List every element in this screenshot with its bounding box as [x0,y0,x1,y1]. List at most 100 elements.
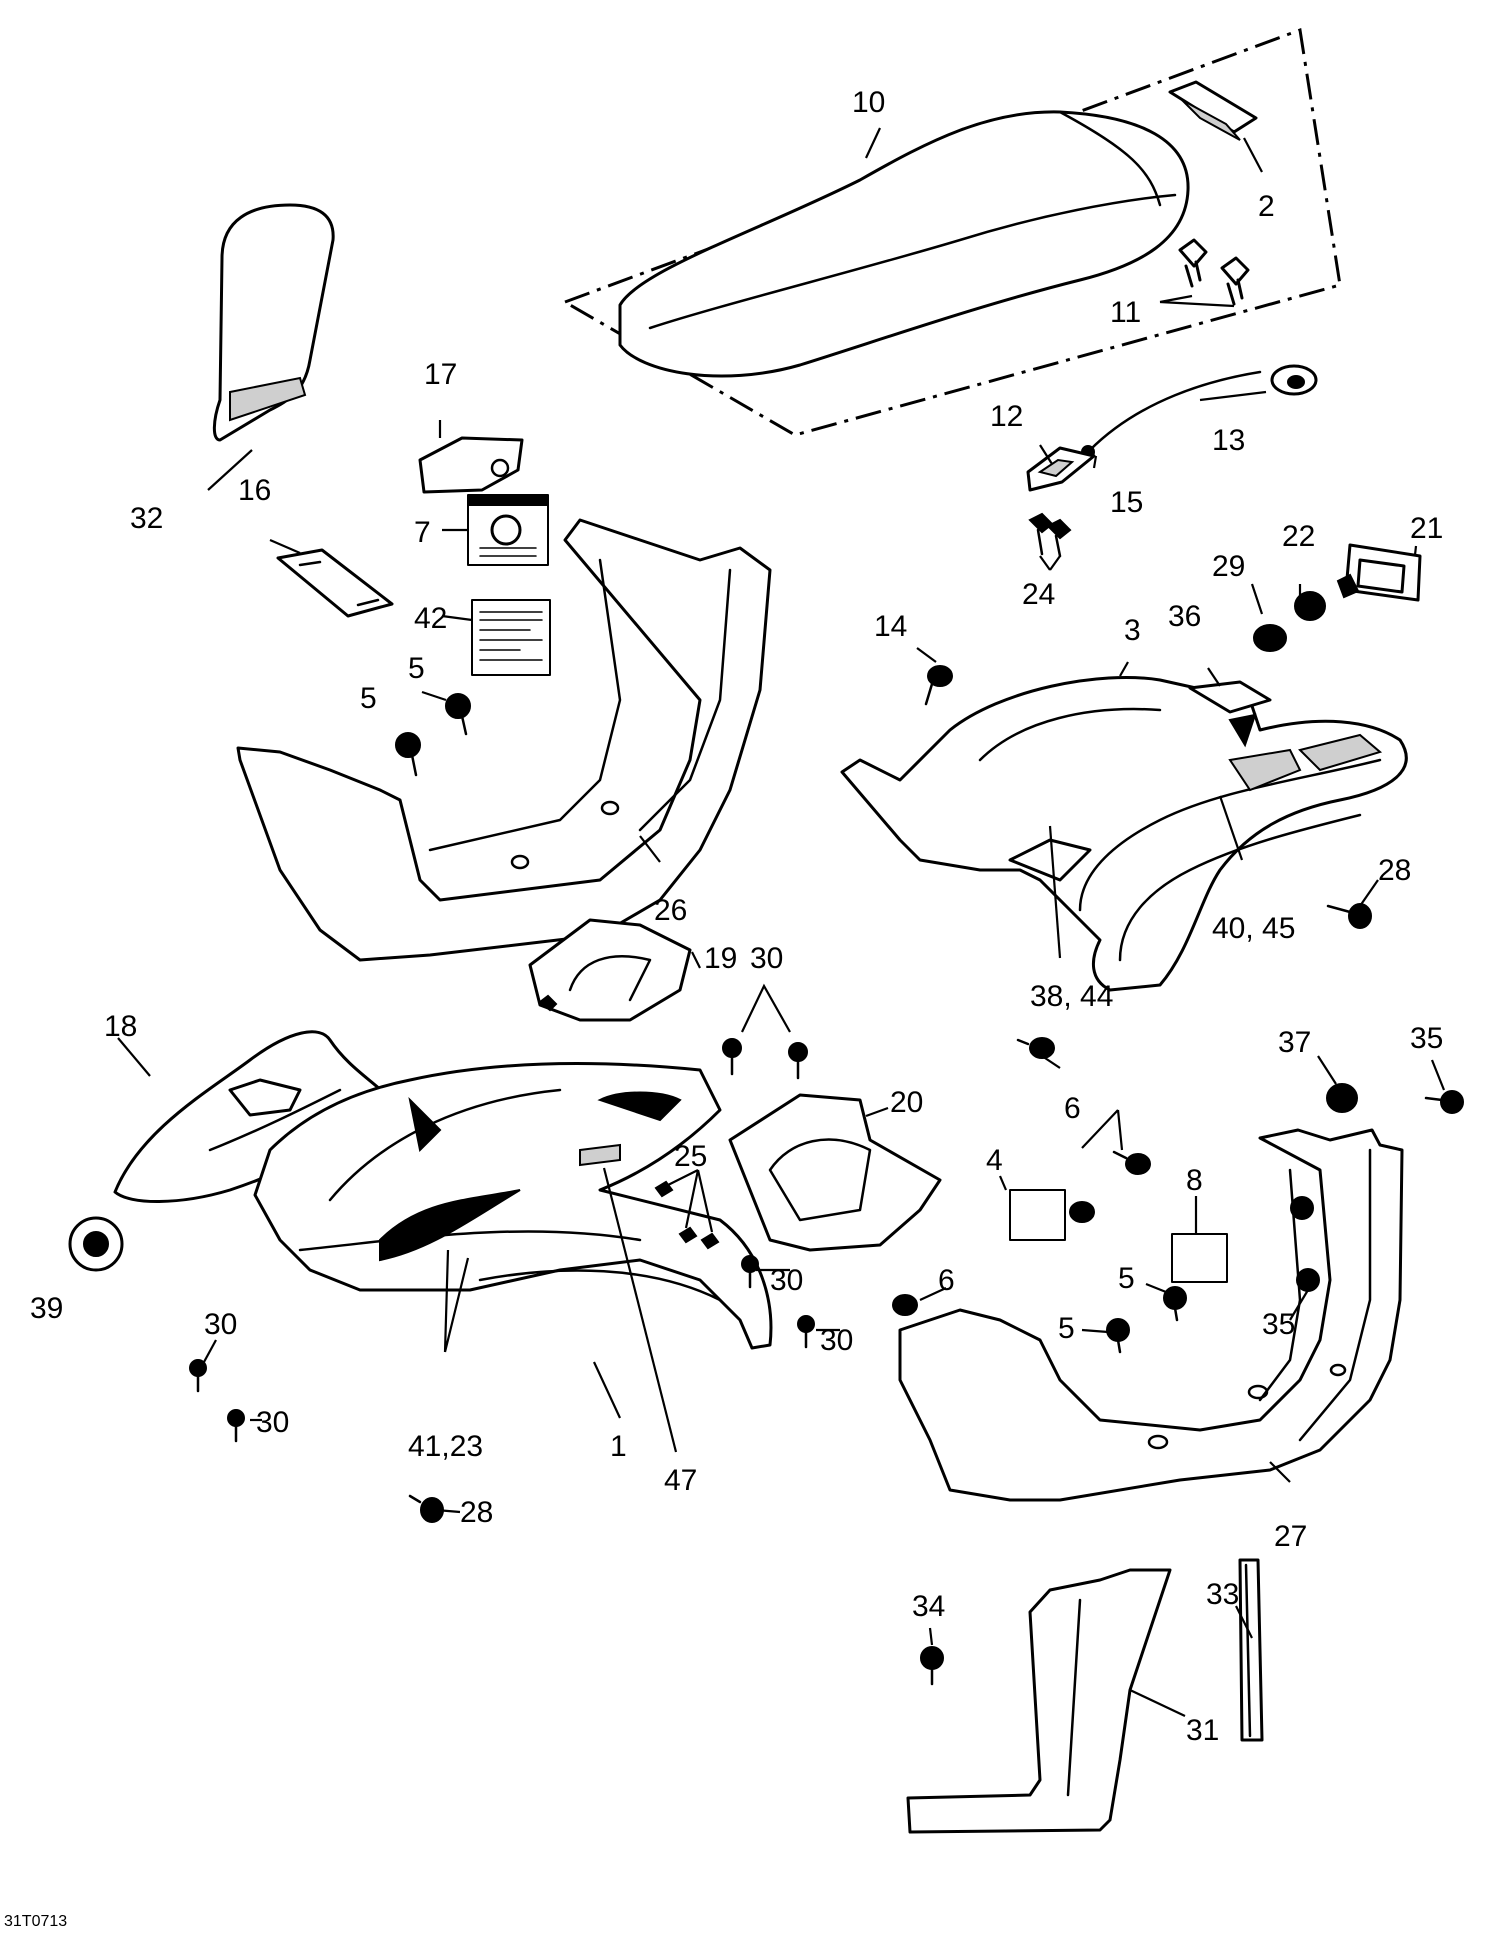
callout-5-a: 5 [408,652,425,685]
screw-part-30-e [189,1359,207,1393]
callout-29: 29 [1212,550,1245,583]
callout-3: 3 [1124,614,1141,647]
callout-18: 18 [104,1010,137,1043]
front-fender-part-1 [253,1061,773,1350]
callout-34: 34 [912,1590,945,1623]
strip-part-33 [1238,1558,1264,1742]
screw-part-30-a [722,1038,742,1076]
screw-part-30-c [741,1255,759,1289]
callout-37: 37 [1278,1026,1311,1059]
callout-30-c: 30 [820,1324,853,1357]
callout-8: 8 [1186,1164,1203,1197]
callout-2: 2 [1258,190,1275,223]
bracket-part-17 [418,436,524,494]
callout-labels: 10 2 11 13 12 15 24 21 22 29 36 3 14 40,… [30,86,1443,1747]
callout-14: 14 [874,610,907,643]
callout-31: 31 [1186,1714,1219,1747]
callout-1: 1 [610,1430,627,1463]
nut-part-37 [1326,1083,1358,1113]
screw-part-28-b [408,1494,444,1523]
headlight-cover-part-18 [113,1030,392,1203]
callout-35-b: 35 [1262,1308,1295,1341]
callout-33: 33 [1206,1578,1239,1611]
callout-12: 12 [990,400,1023,433]
screw-part-6-a [1016,1037,1055,1059]
callout-41-23: 41,23 [408,1430,483,1463]
callout-20: 20 [890,1086,923,1119]
screw-part-14 [924,665,953,706]
callout-30-e: 30 [256,1406,289,1439]
handle-part-32 [212,203,335,442]
callout-6-b: 6 [938,1264,955,1297]
rear-fender-part-3 [840,675,1408,992]
callout-35-a: 35 [1410,1022,1443,1055]
screws-part-24 [1028,512,1072,558]
screw-part-35-a [1424,1090,1464,1114]
screw-part-35-c [1296,1268,1320,1292]
callout-5-b: 5 [360,682,377,715]
screw-part-5-a [445,693,471,736]
callout-28-b: 28 [460,1496,493,1529]
callout-5-d: 5 [1058,1312,1075,1345]
screw-part-34 [920,1646,944,1686]
callout-17: 17 [424,358,457,391]
seat-bumper-part-11 [1178,238,1250,306]
callout-36: 36 [1168,600,1201,633]
callout-30-a: 30 [750,942,783,975]
side-panel-part-20 [728,1093,942,1252]
screw-part-5-c [1163,1286,1187,1322]
callout-4: 4 [986,1144,1003,1177]
callout-28-a: 28 [1378,854,1411,887]
label-part-42 [471,599,551,676]
seat-cable-part-13 [1081,364,1318,459]
latch-bracket-part-12 [1026,446,1096,492]
label-part-8 [1171,1233,1228,1283]
tail-light-part-21 [1336,543,1422,602]
screw-part-30-d [797,1315,815,1349]
callout-26: 26 [654,894,687,927]
callout-11: 11 [1110,296,1141,329]
callout-39: 39 [30,1292,63,1325]
callout-30-d: 30 [204,1308,237,1341]
screw-part-30-f [227,1409,245,1443]
figure-code: 31T0713 [4,1913,67,1930]
callout-24: 24 [1022,578,1055,611]
seat-latch-part-2 [1168,80,1258,141]
nut-part-29 [1253,624,1287,652]
footrest-right-part-27 [898,1128,1404,1502]
footrest-left-part-26 [236,518,772,962]
callout-25: 25 [674,1140,707,1173]
callout-13: 13 [1212,424,1245,457]
callout-6-a: 6 [1064,1092,1081,1125]
label-part-7 [467,494,549,566]
screw-part-6-b [1112,1150,1151,1175]
callout-30-b: 30 [770,1264,803,1297]
label-part-4 [1009,1189,1066,1241]
callout-5-c: 5 [1118,1262,1135,1295]
screw-part-5-d [1106,1318,1130,1354]
callout-47: 47 [664,1464,697,1497]
side-panel-part-19 [528,918,692,1022]
mud-guard-part-31 [906,1568,1172,1834]
callout-40-45: 40, 45 [1212,912,1295,945]
callout-10: 10 [852,86,885,119]
callout-7: 7 [414,516,431,549]
leader-lines [117,127,1446,1717]
screw-part-6-d [892,1294,918,1316]
seat-part-10 [561,27,1342,437]
screw-part-5-b [395,732,421,777]
callout-19: 19 [704,942,737,975]
screw-part-6-c [1069,1201,1095,1223]
strap-part-16 [276,548,394,618]
callout-16: 16 [238,474,271,507]
callout-32: 32 [130,502,163,535]
callout-15: 15 [1110,486,1143,519]
fuel-cap-icon [68,1216,124,1272]
callout-27: 27 [1274,1520,1307,1553]
callout-22: 22 [1282,520,1315,553]
callout-38-44: 38, 44 [1030,980,1113,1013]
nut-part-22 [1294,591,1326,621]
screw-part-30-b [788,1042,808,1080]
screw-part-28-a [1326,903,1372,929]
